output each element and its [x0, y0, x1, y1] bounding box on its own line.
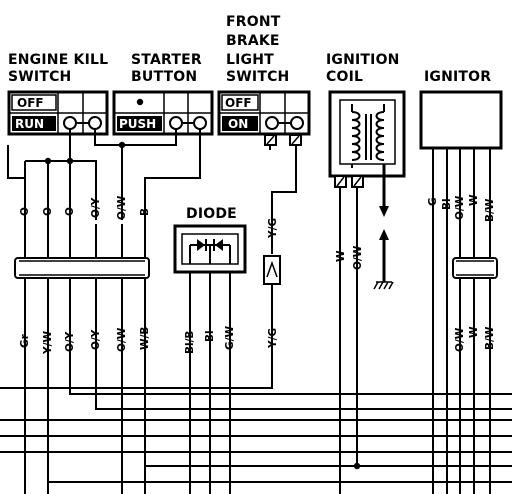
svg-text:SWITCH: SWITCH	[226, 69, 289, 85]
ignitor-lower-wire-labels: O/W W B/W	[454, 326, 496, 352]
starter-button-switch: PUSH	[112, 90, 214, 136]
brake-wire-label-upper: Y/G	[267, 218, 279, 239]
svg-text:B: B	[139, 208, 151, 216]
svg-text:O/Y: O/Y	[90, 329, 102, 350]
svg-text:Bl: Bl	[204, 330, 216, 342]
svg-text:O/W: O/W	[116, 195, 128, 220]
ignitor-wire-connector	[452, 257, 498, 279]
svg-text:LIGHT: LIGHT	[226, 52, 274, 68]
engine-kill-switch: OFF RUN	[7, 90, 109, 136]
svg-text:W: W	[468, 194, 480, 206]
left-wire-connector	[14, 224, 150, 279]
ground-symbol	[373, 281, 394, 290]
secondary-winding	[375, 111, 385, 161]
brake-on-label: ON	[228, 117, 248, 131]
svg-text:O/Y: O/Y	[90, 197, 102, 218]
svg-text:O/W: O/W	[454, 195, 466, 220]
svg-text:O/W: O/W	[454, 327, 466, 352]
svg-text:O: O	[19, 207, 31, 216]
coil-wire-ow-label: O/W	[352, 245, 364, 270]
svg-text:G/W: G/W	[224, 326, 236, 350]
off-position-label: OFF	[17, 96, 44, 110]
ignitor-unit	[419, 90, 503, 150]
svg-text:IGNITION: IGNITION	[326, 52, 400, 68]
push-position-label: PUSH	[119, 117, 156, 131]
svg-text:SWITCH: SWITCH	[8, 69, 71, 85]
svg-text:O: O	[64, 207, 76, 216]
run-position-label: RUN	[15, 117, 44, 131]
svg-text:O/W: O/W	[116, 327, 128, 352]
ignition-coil	[328, 90, 406, 290]
coil-wires	[339, 187, 361, 494]
svg-text:W: W	[468, 326, 480, 338]
svg-text:Bl/B: Bl/B	[184, 331, 196, 354]
svg-text:STARTER: STARTER	[131, 52, 202, 68]
svg-text:B/W: B/W	[484, 326, 496, 350]
svg-text:FRONT: FRONT	[226, 14, 281, 30]
engine-kill-switch-heading: ENGINE KILL SWITCH	[8, 52, 108, 85]
brake-wire-connector	[263, 255, 281, 285]
svg-text:W/B: W/B	[139, 327, 151, 350]
ignitor-heading: IGNITOR	[424, 69, 491, 85]
svg-text:ENGINE KILL: ENGINE KILL	[8, 52, 108, 68]
svg-text:O/Y: O/Y	[64, 331, 76, 352]
svg-text:Y/W: Y/W	[42, 331, 54, 355]
svg-text:O: O	[42, 207, 54, 216]
ignitor-upper-wire-labels: G Bl O/W W B/W	[427, 194, 496, 222]
svg-text:Bl: Bl	[441, 198, 453, 210]
starter-button-heading: STARTER BUTTON	[131, 52, 202, 85]
brake-off-label: OFF	[225, 96, 252, 110]
diode-unit	[173, 224, 247, 274]
svg-text:BUTTON: BUTTON	[131, 69, 197, 85]
switch-wires	[7, 129, 297, 254]
front-brake-light-switch: OFF ON	[217, 90, 311, 146]
svg-text:B/W: B/W	[484, 198, 496, 222]
ignition-coil-heading: IGNITION COIL	[326, 52, 400, 85]
lower-harness-wires	[0, 272, 512, 494]
primary-winding	[351, 111, 361, 161]
diode-heading: DIODE	[186, 206, 237, 222]
coil-wire-w-label: W	[335, 250, 347, 262]
upper-wire-labels: O O O O/Y O/W B	[19, 195, 151, 220]
svg-text:G: G	[427, 197, 439, 206]
svg-text:Y/G: Y/G	[267, 328, 279, 349]
svg-text:Gr: Gr	[19, 333, 31, 348]
svg-text:BRAKE: BRAKE	[226, 33, 280, 49]
svg-text:COIL: COIL	[326, 69, 363, 85]
lower-wire-labels: Gr Y/W O/Y O/Y O/W W/B Bl/B Bl G/W Y/G	[19, 326, 279, 355]
front-brake-light-switch-heading: FRONT BRAKE LIGHT SWITCH	[226, 14, 289, 85]
